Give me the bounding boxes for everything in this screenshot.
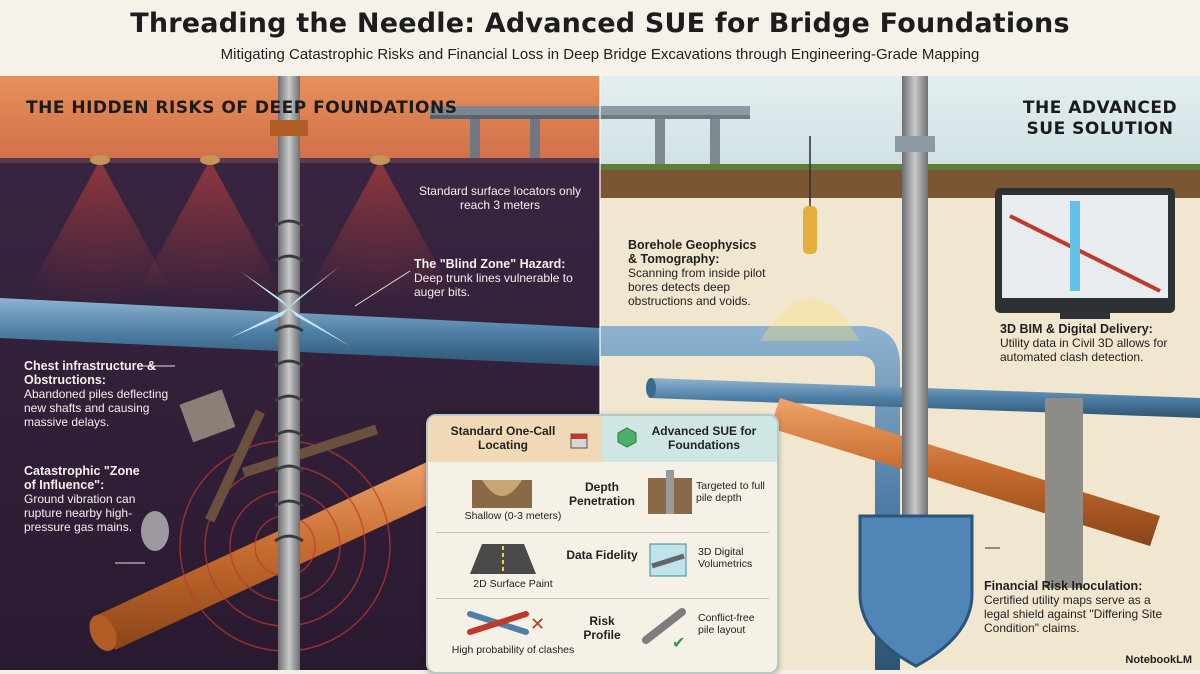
notebooklm-logo: NotebookLM [1125,654,1192,666]
callout-body: Abandoned piles deflecting new shafts an… [24,387,169,429]
paint-can-icon [570,433,588,449]
column-header-standard: Standard One-Call Locating [428,416,602,462]
left-section-title: THE HIDDEN RISKS OF DEEP FOUNDATIONS [26,98,458,118]
scene-graphic [0,76,1200,670]
clear-pipe-check-icon: ✔ [642,608,686,650]
column-header-label: Advanced SUE for Foundations [651,424,757,452]
callout-surface-locators: Standard surface locators only reach 3 m… [415,184,585,212]
callout-heading: The "Blind Zone" Hazard: [414,257,566,271]
cell-depth-standard: Shallow (0-3 meters) [464,510,562,522]
row-label-fidelity: Data Fidelity [566,548,638,562]
cell-fidelity-advanced: 3D Digital Volumetrics [698,546,753,570]
comparison-table: Standard One-Call Locating Advanced SUE … [426,414,779,674]
callout-heading: Financial Risk Inoculation: [984,579,1143,593]
callout-body: Utility data in Civil 3D allows for auto… [1000,336,1168,364]
column-header-advanced: Advanced SUE for Foundations [602,416,777,462]
svg-text:✔: ✔ [672,633,685,650]
row-label-depth: Depth Penetration [568,480,635,508]
callout-heading: Borehole Geophysics & Tomography: [628,238,757,266]
callout-body: Certified utility maps serve as a legal … [984,593,1163,635]
callout-zone-of-influence: Catastrophic "Zone of Influence": Ground… [24,464,144,534]
callout-body: Deep trunk lines vulnerable to auger bit… [414,271,573,299]
clash-pipes-icon: ✕ [467,611,545,635]
page-subtitle: Mitigating Catastrophic Risks and Financ… [220,46,980,63]
callout-heading: Chest infrastructure & Obstructions: [24,359,156,387]
callout-borehole-geophysics: Borehole Geophysics & Tomography: Scanni… [628,238,768,308]
callout-body: Ground vibration can rupture nearby high… [24,492,136,534]
row-divider [436,532,769,533]
svg-text:✕: ✕ [530,614,545,635]
cell-risk-advanced: Conflict-free pile layout [698,612,755,636]
callout-heading: 3D BIM & Digital Delivery: [1000,322,1153,336]
callout-blind-zone: The "Blind Zone" Hazard: Deep trunk line… [414,257,574,299]
callout-body: Scanning from inside pilot bores detects… [628,266,766,308]
cell-depth-advanced: Targeted to full pile depth [696,480,765,504]
volumetric-cube-icon [649,543,687,577]
illustration-scene: THE HIDDEN RISKS OF DEEP FOUNDATIONS THE… [0,76,1200,674]
header: Threading the Needle: Advanced SUE for B… [0,0,1200,76]
cell-risk-standard: High probability of clashes [451,644,575,656]
right-section-title: THE ADVANCED SUE SOLUTION [1022,98,1178,139]
row-label-risk: Risk Profile [583,614,621,642]
callout-bim-delivery: 3D BIM & Digital Delivery: Utility data … [1000,322,1175,364]
deep-pile-icon [648,470,692,514]
callout-heading: Catastrophic "Zone of Influence": [24,464,140,492]
road-icon [470,544,536,574]
page-title: Threading the Needle: Advanced SUE for B… [130,8,1070,39]
callout-body: Standard surface locators only reach 3 m… [418,184,582,212]
callout-obstructions: Chest infrastructure & Obstructions: Aba… [24,359,174,429]
row-divider [436,598,769,599]
cell-fidelity-standard: 2D Surface Paint [473,578,553,590]
cube-icon [617,427,637,448]
column-header-label: Standard One-Call Locating [450,424,556,452]
callout-financial-risk: Financial Risk Inoculation: Certified ut… [984,579,1164,635]
shallow-trench-icon [472,480,532,508]
